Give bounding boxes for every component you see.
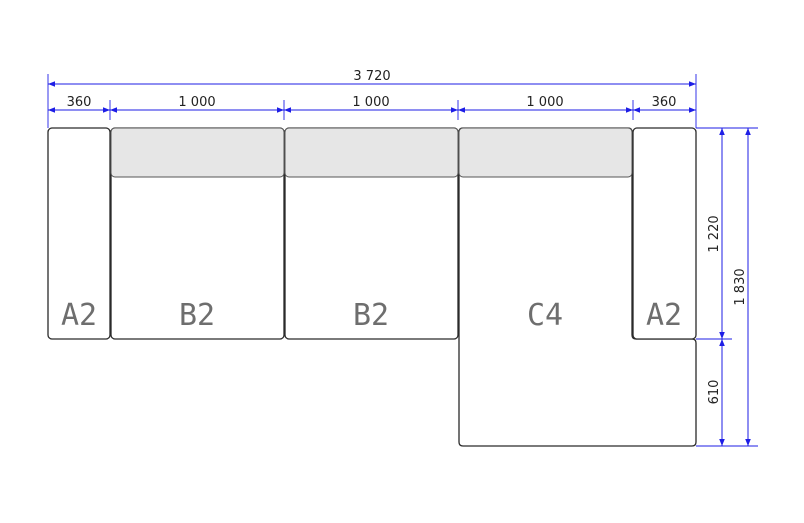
module-a2-left[interactable]: A2 bbox=[47, 127, 111, 340]
sofa-modules: A2 B2 B2 C4 A2 bbox=[47, 127, 697, 447]
module-b2-second[interactable]: B2 bbox=[284, 127, 459, 340]
dim-label-segment-5: 360 bbox=[652, 95, 677, 110]
module-c4-backrest bbox=[458, 127, 633, 178]
module-a2-right-body bbox=[632, 127, 697, 340]
module-a2-right-label: A2 bbox=[646, 298, 682, 333]
module-c4[interactable]: C4 bbox=[458, 127, 697, 447]
dim-label-segment-2: 1 000 bbox=[178, 95, 215, 110]
vertical-dimensions: 1 220 610 1 830 bbox=[696, 127, 758, 447]
module-b2-first-backrest bbox=[110, 127, 285, 178]
module-b2-second-backrest bbox=[284, 127, 459, 178]
module-a2-right[interactable]: A2 bbox=[632, 127, 697, 340]
dim-label-segment-1: 360 bbox=[67, 95, 92, 110]
module-a2-left-label: A2 bbox=[61, 298, 97, 333]
dim-label-segment-3: 1 000 bbox=[352, 95, 389, 110]
dim-label-depth-total: 1 830 bbox=[733, 268, 748, 305]
dim-label-depth-main: 1 220 bbox=[707, 215, 722, 252]
module-b2-second-label: B2 bbox=[353, 298, 389, 333]
module-a2-left-body bbox=[47, 127, 111, 340]
dim-label-total-width: 3 720 bbox=[353, 69, 390, 84]
horizontal-dimensions: 3 720 360 1 000 1 000 1 000 360 bbox=[47, 69, 697, 128]
module-b2-first-label: B2 bbox=[179, 298, 215, 333]
dim-label-depth-extension: 610 bbox=[707, 380, 722, 405]
dim-label-segment-4: 1 000 bbox=[526, 95, 563, 110]
module-b2-first[interactable]: B2 bbox=[110, 127, 285, 340]
module-c4-label: C4 bbox=[527, 298, 563, 333]
